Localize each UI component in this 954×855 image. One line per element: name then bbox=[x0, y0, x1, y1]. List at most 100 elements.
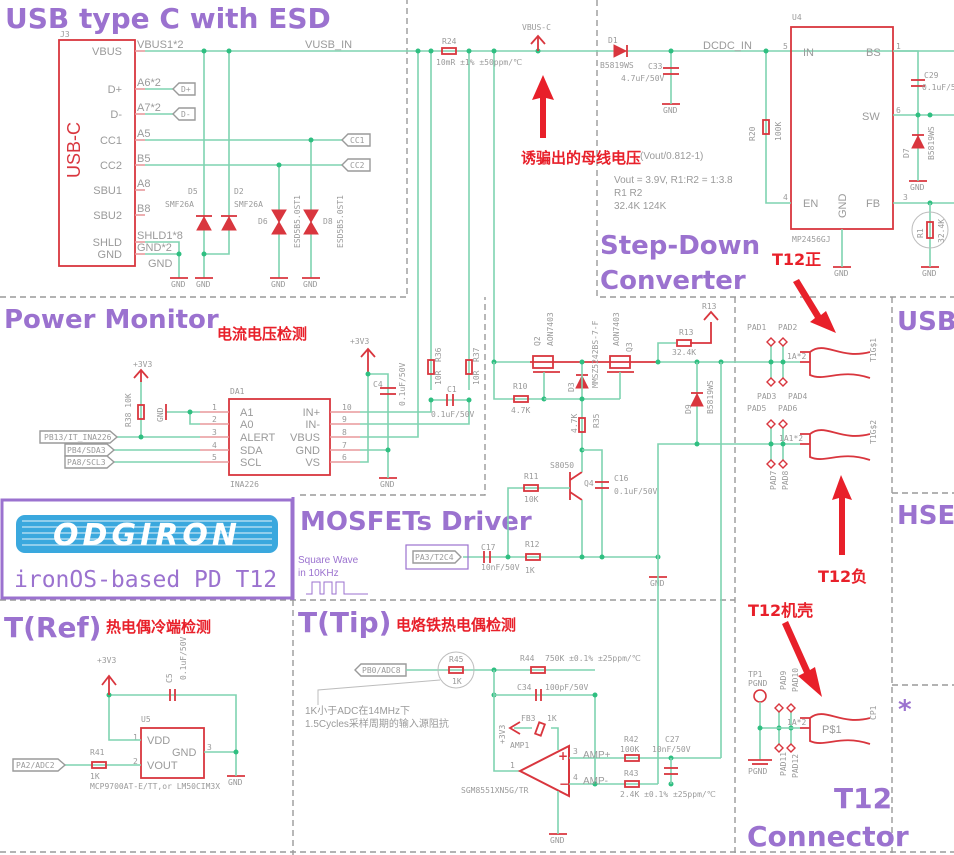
c4-ref: C4 bbox=[373, 380, 383, 389]
pad-label: PAD11 bbox=[779, 752, 788, 776]
pad-icon bbox=[786, 743, 796, 753]
usb-pin-number: B8 bbox=[137, 203, 150, 215]
r12-value: 1K bbox=[525, 566, 535, 575]
q4-value: S8050 bbox=[550, 461, 574, 470]
arrow-t12-pos-icon bbox=[793, 279, 836, 333]
r-vals: 32.4K 124K bbox=[614, 201, 667, 212]
t1g1-label: T1G$1 bbox=[869, 338, 878, 362]
net-dcdc-in: DCDC_IN bbox=[703, 40, 752, 52]
c34-value: 100pF/50V bbox=[545, 683, 589, 692]
r36-value: 10R bbox=[434, 370, 443, 385]
r13-value: 32.4K bbox=[672, 348, 696, 357]
r45-value: 1K bbox=[452, 677, 462, 686]
ina226-part: INA226 bbox=[230, 480, 259, 489]
pad-label: PAD12 bbox=[791, 754, 800, 778]
ina-pin-name: IN- bbox=[305, 419, 320, 431]
pad-icon bbox=[774, 743, 784, 753]
p1-label: P$1 bbox=[822, 724, 842, 736]
vbus-section: R24 10mR ±1% ±50ppm/℃ VBUS-C D1 B5819WS … bbox=[415, 23, 752, 390]
mosfet-driver: R10 4.7K Q2 AON7403 D3 MMSZ5242BS-7-F AO… bbox=[405, 302, 735, 758]
d9-ref: D9 bbox=[684, 404, 693, 414]
u4-part: MP2456GJ bbox=[792, 235, 831, 244]
u4-pin-bs: BS bbox=[866, 47, 881, 59]
usb-pin-name: CC1 bbox=[100, 135, 122, 147]
amp-pin3: 3 bbox=[573, 747, 578, 756]
cp1-label: CP1 bbox=[869, 705, 878, 720]
fb3-value: 1K bbox=[547, 714, 557, 723]
r20-value: 100K bbox=[774, 122, 783, 141]
fb3-ref: FB3 bbox=[521, 714, 536, 723]
pad-icon bbox=[774, 703, 784, 713]
gnd-label-ina: GND bbox=[156, 407, 165, 422]
section-title-t12-1: T12 bbox=[834, 782, 892, 815]
r11-value: 10K bbox=[524, 495, 539, 504]
ina-pin-number: 7 bbox=[342, 441, 347, 450]
gnd-label: GND bbox=[663, 106, 678, 115]
r37-value: 10R bbox=[472, 370, 481, 385]
pad-icon bbox=[778, 377, 788, 387]
r10-value: 4.7K bbox=[511, 406, 530, 415]
d1-ref: D1 bbox=[608, 36, 618, 45]
r44-value: 750K ±0.1% ±25ppm/℃ bbox=[545, 654, 641, 663]
u4-ref: U4 bbox=[792, 13, 802, 22]
r35-value: 4.7K bbox=[570, 414, 579, 433]
v33-mos-label: R13 bbox=[702, 302, 717, 311]
q4-ref: Q4 bbox=[584, 479, 594, 488]
d5-ref: D5 bbox=[188, 187, 198, 196]
net-vusb-in: VUSB_IN bbox=[305, 39, 352, 51]
j3-ref: J3 bbox=[60, 30, 70, 39]
d8-value: ESD5B5.0ST1 bbox=[336, 195, 345, 248]
ina-pin-number: 6 bbox=[342, 453, 347, 462]
r24-value: 10mR ±1% ±50ppm/℃ bbox=[436, 58, 522, 67]
u4-pin4: 4 bbox=[783, 193, 788, 202]
d3-ref: D3 bbox=[567, 382, 576, 392]
d6-value: ESD5B5.0ST1 bbox=[293, 195, 302, 248]
pad-label: PAD9 bbox=[779, 671, 788, 690]
pad-icon bbox=[786, 703, 796, 713]
t1g2-label: T1G$2 bbox=[869, 420, 878, 444]
r36-ref: R36 bbox=[434, 347, 443, 362]
section-title-t12-2: Connector bbox=[747, 820, 909, 853]
d7-value: B5819WS bbox=[927, 126, 936, 160]
pad-icon bbox=[778, 459, 788, 469]
ina-pin-number: 10 bbox=[342, 403, 352, 412]
r13-ref: R13 bbox=[679, 328, 694, 337]
r12-ref: R12 bbox=[525, 540, 540, 549]
pad-label: PAD5 bbox=[747, 404, 766, 413]
usb-pin-number: B5 bbox=[137, 153, 150, 165]
usb-pin-name: VBUS bbox=[92, 46, 122, 58]
red-annotations: 诱骗出的母线电压 T12正 T12负 T12机壳 bbox=[521, 75, 867, 697]
usb-pin-number: A8 bbox=[137, 178, 150, 190]
adc-note-2: 1.5Cycles采样周期的输入源阻抗 bbox=[305, 717, 449, 730]
r24-ref: R24 bbox=[442, 37, 457, 46]
usb-wires: VUSB_IN bbox=[145, 39, 954, 278]
usb-pin-name: CC2 bbox=[100, 160, 122, 172]
q2-ref: Q2 bbox=[533, 336, 542, 346]
usb-c-connector: J3 USB-C VBUSVBUS1*2D+A6*2D-A7*2CC1A5CC2… bbox=[58, 30, 183, 270]
gnd-label: GND bbox=[550, 836, 565, 845]
tref-circuit: U5 VDD VOUT GND 1 2 3 MCP9700AT-E/TT,or … bbox=[12, 636, 239, 791]
r43-value: 2.4K ±0.1% ±25ppm/℃ bbox=[620, 790, 716, 799]
da1-ref: DA1 bbox=[230, 387, 245, 396]
pad-icon bbox=[766, 459, 776, 469]
u4-pin1: 1 bbox=[896, 42, 901, 51]
u5-part: MCP9700AT-E/TT,or LM50CIM3X bbox=[90, 782, 220, 791]
ina-pin-name: SDA bbox=[240, 445, 263, 457]
ina-pin-number: 8 bbox=[342, 428, 347, 437]
usb-tvs-diodes: D5 SMF26A D2 SMF26A D6 ESD5B5.0ST1 D8 ES… bbox=[165, 187, 345, 248]
r10-ref: R10 bbox=[513, 382, 528, 391]
usb-pin-number: SHLD1*8 bbox=[137, 230, 183, 242]
u5-pin-vdd: VDD bbox=[147, 735, 170, 747]
ina-pin-name: SCL bbox=[240, 457, 261, 469]
arrow-t12-shell-icon bbox=[782, 621, 822, 697]
amp-pin4: 4 bbox=[573, 773, 578, 782]
section-title-mosfets: MOSFETs Driver bbox=[300, 507, 532, 537]
usb-gnd-label: GND bbox=[148, 258, 173, 270]
r42-value: 100K bbox=[620, 745, 639, 754]
u5-pin-vout: VOUT bbox=[147, 760, 178, 772]
usb-pin-number: A5 bbox=[137, 128, 150, 140]
t12-pin1: 1A*2 bbox=[787, 352, 806, 361]
u4-pin-fb: FB bbox=[866, 198, 880, 210]
